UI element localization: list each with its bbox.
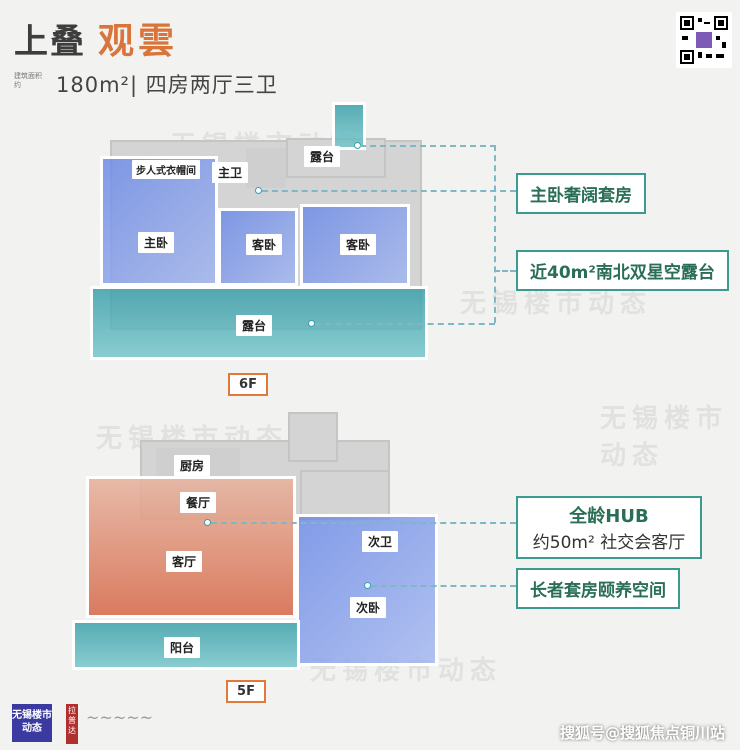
label-terrace-north: 露台 (304, 146, 341, 167)
callout-hub-title: 全龄HUB (569, 506, 649, 527)
watermark: 无锡楼市动态 (600, 404, 729, 471)
connector-line (494, 145, 496, 323)
label-master-bedroom: 主卧 (138, 232, 175, 253)
label-guest-bedroom-2: 客卧 (340, 234, 377, 255)
label-terrace-south: 露台 (236, 315, 273, 336)
floor-tag-6f: 6F (228, 373, 268, 396)
connector-line (371, 585, 516, 587)
callout-terraces: 近40m²南北双星空露台 (516, 250, 729, 291)
callout-master-suite: 主卧奢阔套房 (516, 173, 646, 214)
marker-dot (364, 582, 371, 589)
connector-line (494, 270, 516, 272)
callout-hub-sub: 约50m² 社交会客厅 (532, 533, 686, 553)
label-guest-bedroom-1: 客卧 (246, 234, 283, 255)
label-walk-in-closet: 步人式衣帽间 (132, 160, 200, 179)
brand-tag-icon: 拉普达 (66, 704, 78, 744)
label-master-bath: 主卫 (212, 162, 249, 183)
connector-line (211, 522, 516, 524)
callout-elder-suite: 长者套房颐养空间 (516, 568, 680, 609)
marker-dot (204, 519, 211, 526)
label-living: 客厅 (166, 551, 203, 572)
label-second-bath: 次卫 (362, 531, 399, 552)
floor-tag-5f: 5F (226, 680, 266, 703)
qr-code-icon (676, 12, 732, 68)
marker-dot (255, 187, 262, 194)
title-prefix: 上叠 (14, 22, 86, 62)
area-text: 180m²| 四房两厅三卫 (56, 73, 278, 97)
floor-plan-5f (70, 410, 440, 672)
room-guest-bedroom-2 (300, 204, 410, 286)
label-balcony: 阳台 (164, 637, 201, 658)
connector-line (315, 323, 495, 325)
title-name: 观雲 (98, 20, 179, 62)
label-dining: 餐厅 (180, 492, 217, 513)
watermark: 无锡楼市动态 (460, 289, 653, 319)
label-second-bedroom: 次卧 (350, 597, 387, 618)
logo-icon: 无锡楼市动态 (12, 704, 52, 742)
room-balcony (72, 620, 300, 670)
source-credit: 搜狐号@搜狐焦点铜川站 (560, 724, 726, 742)
marker-dot (308, 320, 315, 327)
connector-line (360, 145, 496, 147)
connector-line (262, 190, 516, 192)
script-logo-icon: ~~~~~ (86, 708, 154, 727)
label-kitchen: 厨房 (174, 455, 211, 476)
area-small-label: 建筑面积约 (14, 72, 42, 89)
callout-hub: 全龄HUB 约50m² 社交会客厅 (516, 496, 702, 559)
